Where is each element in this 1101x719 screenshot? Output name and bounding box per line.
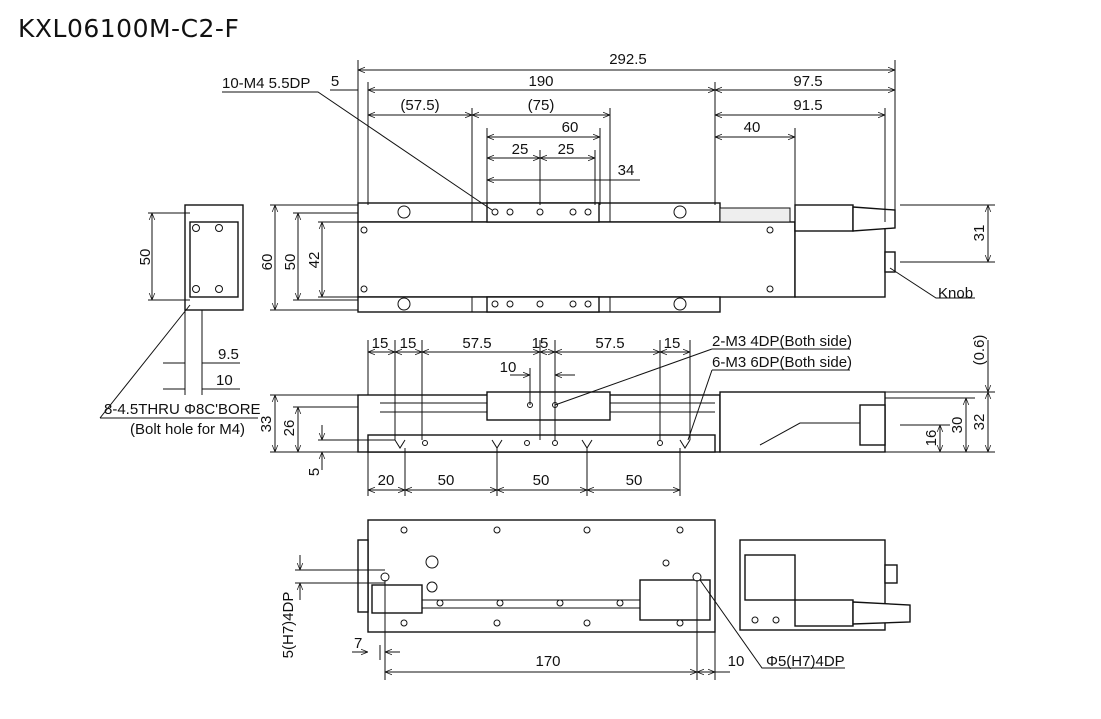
dim-carriage: (75) (528, 97, 555, 114)
dim-9-5: 9.5 (218, 346, 239, 363)
dim-motor-inner: 91.5 (793, 97, 822, 114)
dim-h33: 33 (258, 416, 275, 433)
dim-side-50: 50 (137, 249, 154, 266)
dim-bottom-1: 20 (378, 472, 395, 489)
dim-front-top-2: 15 (400, 335, 417, 352)
top-view: 292.5 5 190 97.5 (57.5) (75) 91.5 60 40 … (222, 51, 995, 313)
dim-hole-reach: 34 (618, 162, 635, 179)
callout-knob: Knob (938, 285, 973, 302)
callout-bolt-note: (Bolt hole for M4) (130, 421, 245, 438)
callout-pin-hole: Φ5(H7)4DP (766, 653, 845, 670)
dim-hole-span: 60 (562, 119, 579, 136)
mounting-holes (360, 205, 774, 311)
dim-motor: 97.5 (793, 73, 822, 90)
bottom-view: 5(H7)4DP 7 170 10 Φ5(H7)4DP (280, 519, 911, 680)
side-view: 50 60 50 42 9.5 10 8-4.5THRU Φ8C'BORE (B… (99, 204, 358, 438)
dim-front-top-6: 15 (664, 335, 681, 352)
callout-tap-holes: 10-M4 5.5DP (222, 75, 310, 92)
label-pin-hole: 5(H7)4DP (280, 592, 297, 659)
dim-h26: 26 (281, 420, 298, 437)
dim-7: 7 (354, 635, 362, 652)
dim-h31: 31 (971, 225, 988, 242)
dim-front-top-3: 57.5 (462, 335, 491, 352)
front-view: 15 15 57.5 15 57.5 15 10 2-M3 4DP(Both s… (258, 333, 995, 496)
dim-bottom-3: 50 (533, 472, 550, 489)
dim-gap: (0.6) (971, 335, 988, 366)
dim-front-top-4: 15 (532, 335, 549, 352)
callout-m3-4dp: 2-M3 4DP(Both side) (712, 333, 852, 350)
dim-front-top-5: 57.5 (595, 335, 624, 352)
dim-170: 170 (535, 653, 560, 670)
dim-front-10: 10 (500, 359, 517, 376)
dim-side-42: 42 (306, 252, 323, 269)
dim-bottom-2: 50 (438, 472, 455, 489)
dim-left: (57.5) (400, 97, 439, 114)
dim-h5: 5 (306, 468, 323, 476)
dim-pitch-2: 25 (558, 141, 575, 158)
callout-bolt-holes: 8-4.5THRU Φ8C'BORE (104, 401, 261, 418)
dim-h16: 16 (923, 430, 940, 447)
dim-h30: 30 (949, 417, 966, 434)
dim-bottom-4: 50 (626, 472, 643, 489)
dim-front-top-1: 15 (372, 335, 389, 352)
dim-side-60: 60 (259, 254, 276, 271)
dim-10-bottom: 10 (728, 653, 745, 670)
drawing-title: KXL06100M-C2-F (18, 14, 240, 43)
dim-pitch-1: 25 (512, 141, 529, 158)
bottom-holes (380, 526, 780, 627)
dim-10: 10 (216, 372, 233, 389)
dim-side-50b: 50 (282, 254, 299, 271)
dim-h32: 32 (971, 414, 988, 431)
dim-motor-step: 40 (744, 119, 761, 136)
dim-stroke: 190 (528, 73, 553, 90)
dim-offset: 5 (331, 73, 339, 90)
dim-overall: 292.5 (609, 51, 647, 68)
callout-m3-6dp: 6-M3 6DP(Both side) (712, 354, 852, 371)
